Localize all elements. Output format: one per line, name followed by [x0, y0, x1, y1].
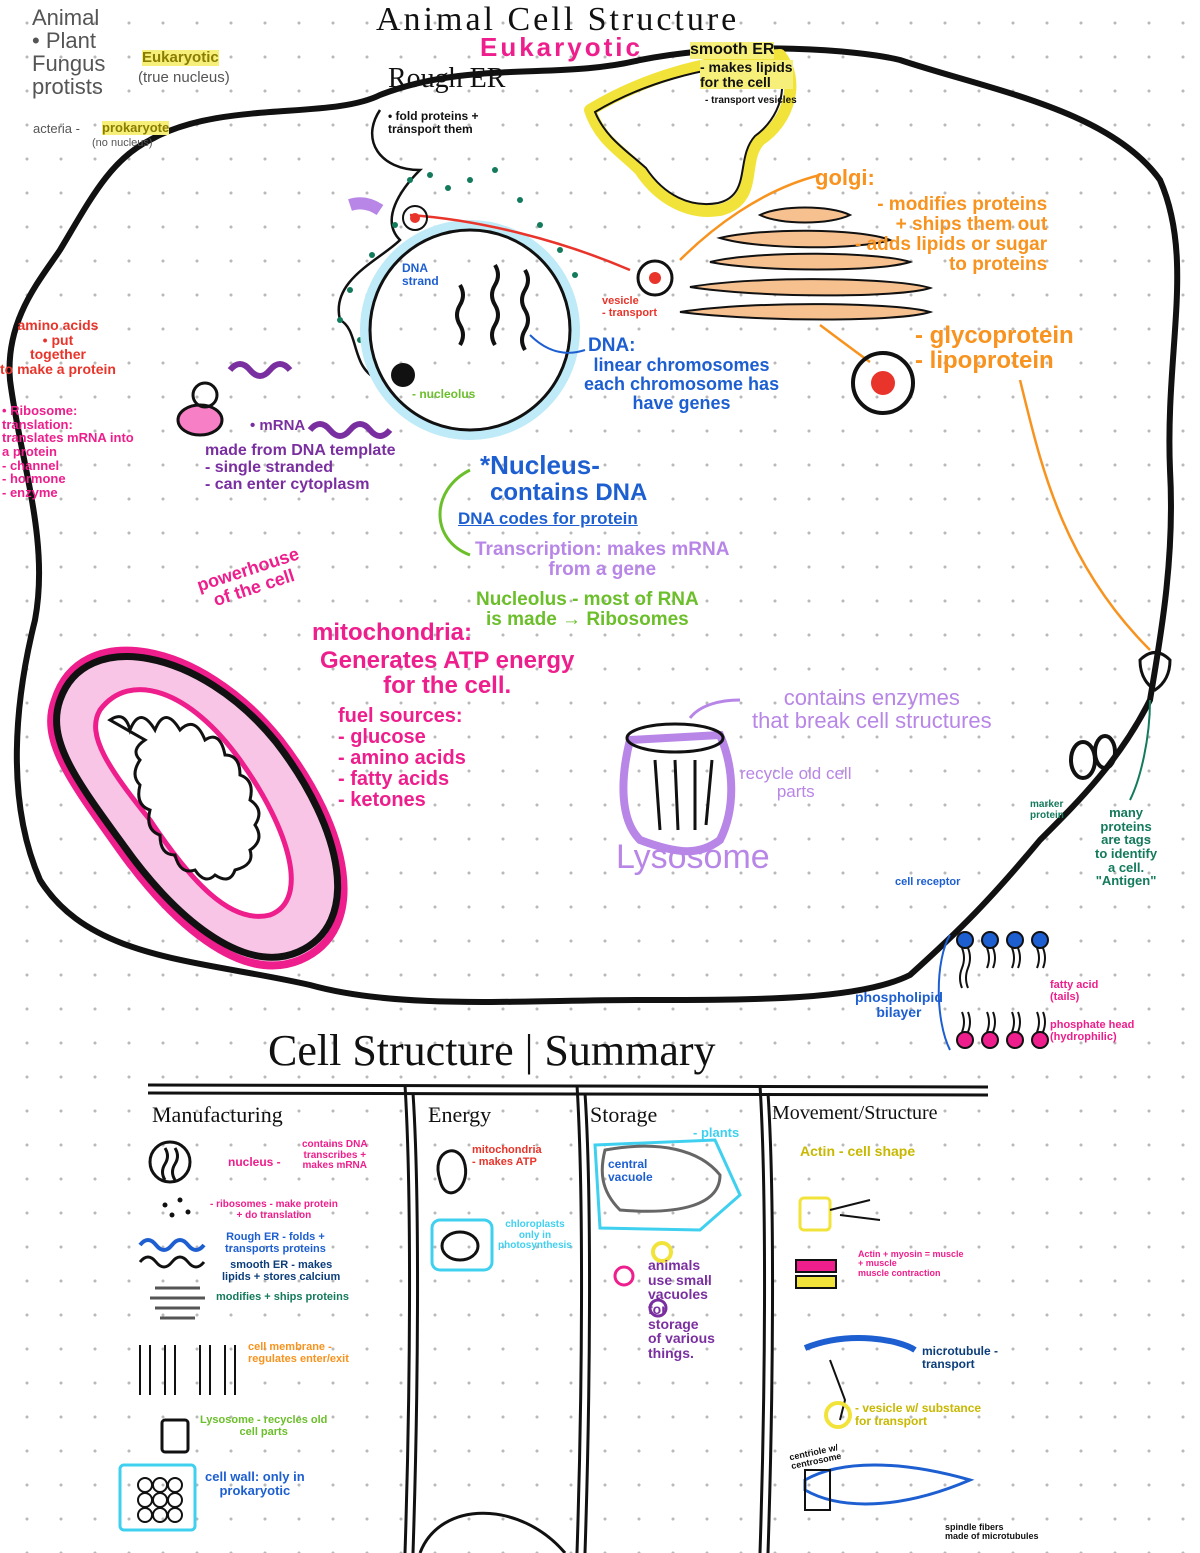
- column-storage: Storage: [590, 1102, 658, 1127]
- lysosome-recycle: recycle old cell parts: [740, 764, 852, 801]
- golgi-vesicle: [851, 351, 915, 415]
- sum-spindle: spindle fibers made of microtubules: [945, 1522, 1039, 1542]
- bacteria-label: acteria -: [33, 121, 80, 136]
- sum-animals: animals use small vacuoles for storage o…: [648, 1257, 715, 1362]
- sum-actin: Actin - cell shape: [800, 1143, 916, 1159]
- true-nucleus-label: (true nucleus): [138, 69, 230, 86]
- sum-rough-er: Rough ER - folds + transports proteins: [225, 1231, 326, 1255]
- dna-desc: linear chromosomes each chromosome has h…: [584, 355, 780, 413]
- prokaryote-label: prokaryote: [102, 120, 170, 135]
- lysosome-drawing: [619, 698, 741, 856]
- many-proteins-label: many proteins are tags to identify a cel…: [1095, 805, 1158, 889]
- eukaryotic-label: Eukaryotic: [142, 49, 219, 66]
- nucleolus-desc: Nucleolus - most of RNA is made → Riboso…: [476, 589, 699, 630]
- golgi-desc: - modifies proteins + ships them out - a…: [855, 194, 1048, 275]
- sum-mito: mitochondria - makes ATP: [472, 1144, 542, 1168]
- nucleolus-label: - nucleolus: [412, 387, 476, 401]
- sum-cell-wall: cell wall: only in prokaryotic: [205, 1469, 305, 1498]
- smooth-er-extra: - transport vesicles: [705, 95, 797, 106]
- lysosome-label: Lysosome: [616, 838, 770, 876]
- bilayer-label: phospholipid bilayer: [855, 989, 943, 1020]
- mrna-label: • mRNA: [250, 417, 306, 434]
- golgi: [679, 206, 934, 321]
- marker-protein-label: marker protein: [1030, 799, 1064, 821]
- sum-plants: - plants: [693, 1125, 740, 1140]
- fatty-acid-label: fatty acid (tails): [1050, 979, 1099, 1003]
- sum-nucleus-desc: contains DNA transcribes + makes mRNA: [302, 1139, 368, 1171]
- transcription-label: Transcription: makes mRNA from a gene: [475, 539, 730, 580]
- phospholipid-bilayer-drawing: [937, 931, 1049, 1051]
- sum-chloro: chloroplasts only in photosynthesis: [498, 1219, 572, 1251]
- smooth-er-label: smooth ER: [690, 41, 775, 59]
- nucleus: [360, 220, 580, 440]
- nucleus-label: *Nucleus-: [480, 450, 600, 480]
- column-manufacturing: Manufacturing: [152, 1102, 283, 1127]
- cell-membrane: [6, 45, 1181, 1005]
- summary-icons: [118, 1138, 975, 1532]
- lysosome-desc: contains enzymes that break cell structu…: [752, 685, 992, 734]
- mito-label: mitochondria:: [312, 619, 472, 646]
- smooth-er-desc: - makes lipids for the cell: [700, 59, 793, 90]
- sum-golgi: modifies + ships proteins: [216, 1291, 349, 1303]
- ribosome-label: • Ribosome: translation: translates mRNA…: [2, 403, 134, 500]
- vesicle-label: vesicle - transport: [602, 295, 657, 319]
- rough-er-desc: • fold proteins + transport them: [388, 109, 479, 136]
- dna-label: DNA:: [588, 335, 636, 356]
- dna-codes-label: DNA codes for protein: [458, 509, 638, 528]
- cell-receptor-label: cell receptor: [895, 876, 961, 888]
- page-subtitle: Eukaryotic: [480, 32, 643, 62]
- golgi-products: - glycoprotein - lipoprotein: [915, 322, 1074, 375]
- nucleus-desc: contains DNA: [490, 479, 648, 506]
- page-title: Animal Cell Structure: [376, 1, 740, 38]
- summary-title: Cell Structure | Summary: [268, 1026, 716, 1075]
- vesicle: [636, 259, 674, 297]
- sum-ribosomes: - ribosomes - make protein + do translat…: [210, 1199, 338, 1221]
- sum-lysosome: Lysosome - recycles old cell parts: [200, 1414, 328, 1438]
- sum-vacuole: central vacuole: [608, 1157, 653, 1184]
- amino-acids-label: amino acids • put together to make a pro…: [0, 317, 116, 378]
- kingdoms-list: Animal • Plant Fungus protists: [32, 5, 106, 100]
- mito-desc: Generates ATP energy for the cell.: [320, 647, 575, 700]
- ribosome: [176, 403, 224, 437]
- sum-nucleus: nucleus -: [228, 1155, 281, 1169]
- sum-smooth-er: smooth ER - makes lipids + stores calciu…: [222, 1259, 341, 1283]
- phosphate-head-label: phosphate head (hydrophilic): [1050, 1019, 1135, 1043]
- nucleolus: [391, 363, 415, 387]
- fuel-sources: fuel sources: - glucose - amino acids - …: [338, 705, 466, 811]
- mrna-strand: [227, 361, 293, 379]
- column-movement: Movement/Structure: [772, 1102, 938, 1124]
- sum-myosin: Actin + myosin = muscle + muscle muscle …: [858, 1249, 964, 1278]
- no-nucleus-label: (no nucleus): [92, 137, 153, 149]
- sum-membrane: cell membrane - regulates enter/exit: [248, 1341, 349, 1365]
- rough-er-label: Rough ER: [388, 63, 506, 94]
- sum-vesicle: - vesicle w/ substance for transport: [855, 1401, 982, 1428]
- golgi-label: golgi:: [815, 165, 875, 190]
- mrna-desc: made from DNA template - single stranded…: [205, 442, 396, 493]
- column-energy: Energy: [428, 1102, 492, 1127]
- summary-table-lines: [147, 1083, 989, 1553]
- sum-microtubule: microtubule - transport: [922, 1344, 999, 1371]
- rough-er: [337, 109, 424, 382]
- dna-strand-label: DNA strand: [402, 261, 439, 288]
